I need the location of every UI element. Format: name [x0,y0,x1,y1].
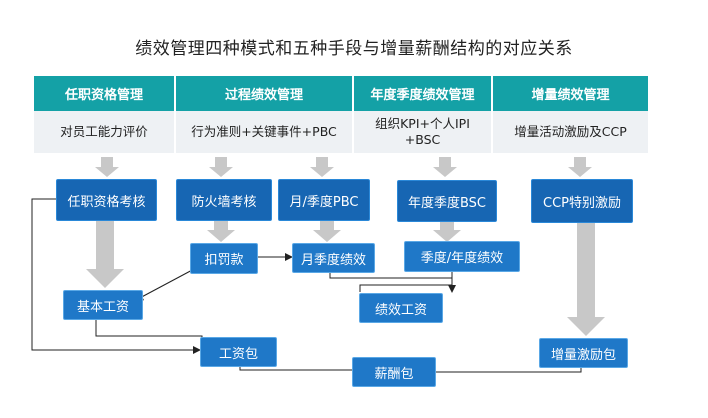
gray-arrows [86,157,605,336]
header-process-performance: 过程绩效管理 [176,76,352,111]
line-qualification-to-salary-package [31,198,201,354]
gray-arrow-to-monthly-perf [313,220,341,242]
gray-arrow-firewall [209,157,233,177]
box-ccp-incentive: CCP特别激励 [531,179,633,223]
line-deduction-to-base [135,267,197,301]
gray-arrow-to-deduction [207,220,235,242]
box-quarterly-annual-performance: 季度/年度绩效 [404,241,520,272]
gray-arrow-to-quarterly-perf [433,220,461,242]
box-qualification-review: 任职资格考核 [56,179,157,221]
sub-incremental-ccp: 增量活动激励及CCP [493,111,648,153]
header-incremental-performance: 增量绩效管理 [493,76,648,111]
box-annual-quarterly-bsc: 年度季度BSC [397,180,497,222]
gray-arrow-to-base-salary [86,221,124,288]
gray-arrow-ccp [568,157,592,177]
gray-arrow-bsc [433,157,457,177]
box-deduction: 扣罚款 [190,243,258,274]
header-annual-quarterly-performance: 年度季度绩效管理 [354,76,491,111]
header-qualification-management: 任职资格管理 [34,76,174,111]
gray-arrow-to-incremental [567,221,605,336]
box-monthly-quarterly-performance: 月季度绩效 [292,243,375,273]
gray-arrow-qualification [95,157,119,177]
box-firewall-review: 防火墙考核 [176,179,272,221]
box-monthly-quarterly-pbc: 月/季度PBC [278,179,370,221]
box-base-salary: 基本工资 [63,290,143,320]
sub-behavior-pbc: 行为准则+关键事件+PBC [176,111,352,153]
diagram-title: 绩效管理四种模式和五种手段与增量薪酬结构的对应关系 [135,39,573,59]
box-compensation-package: 薪酬包 [352,357,436,387]
box-incremental-incentive-package: 增量激励包 [539,338,628,368]
box-performance-salary: 绩效工资 [359,293,443,323]
line-perf-salary-left [359,284,452,292]
sub-kpi-ipi-bsc: 组织KPI+个人IPI+BSC [354,111,491,153]
gray-arrow-pbc [310,157,334,177]
box-salary-package: 工资包 [200,337,277,367]
line-base-to-salary-package [95,318,203,344]
sub-employee-ability: 对员工能力评价 [34,111,174,153]
